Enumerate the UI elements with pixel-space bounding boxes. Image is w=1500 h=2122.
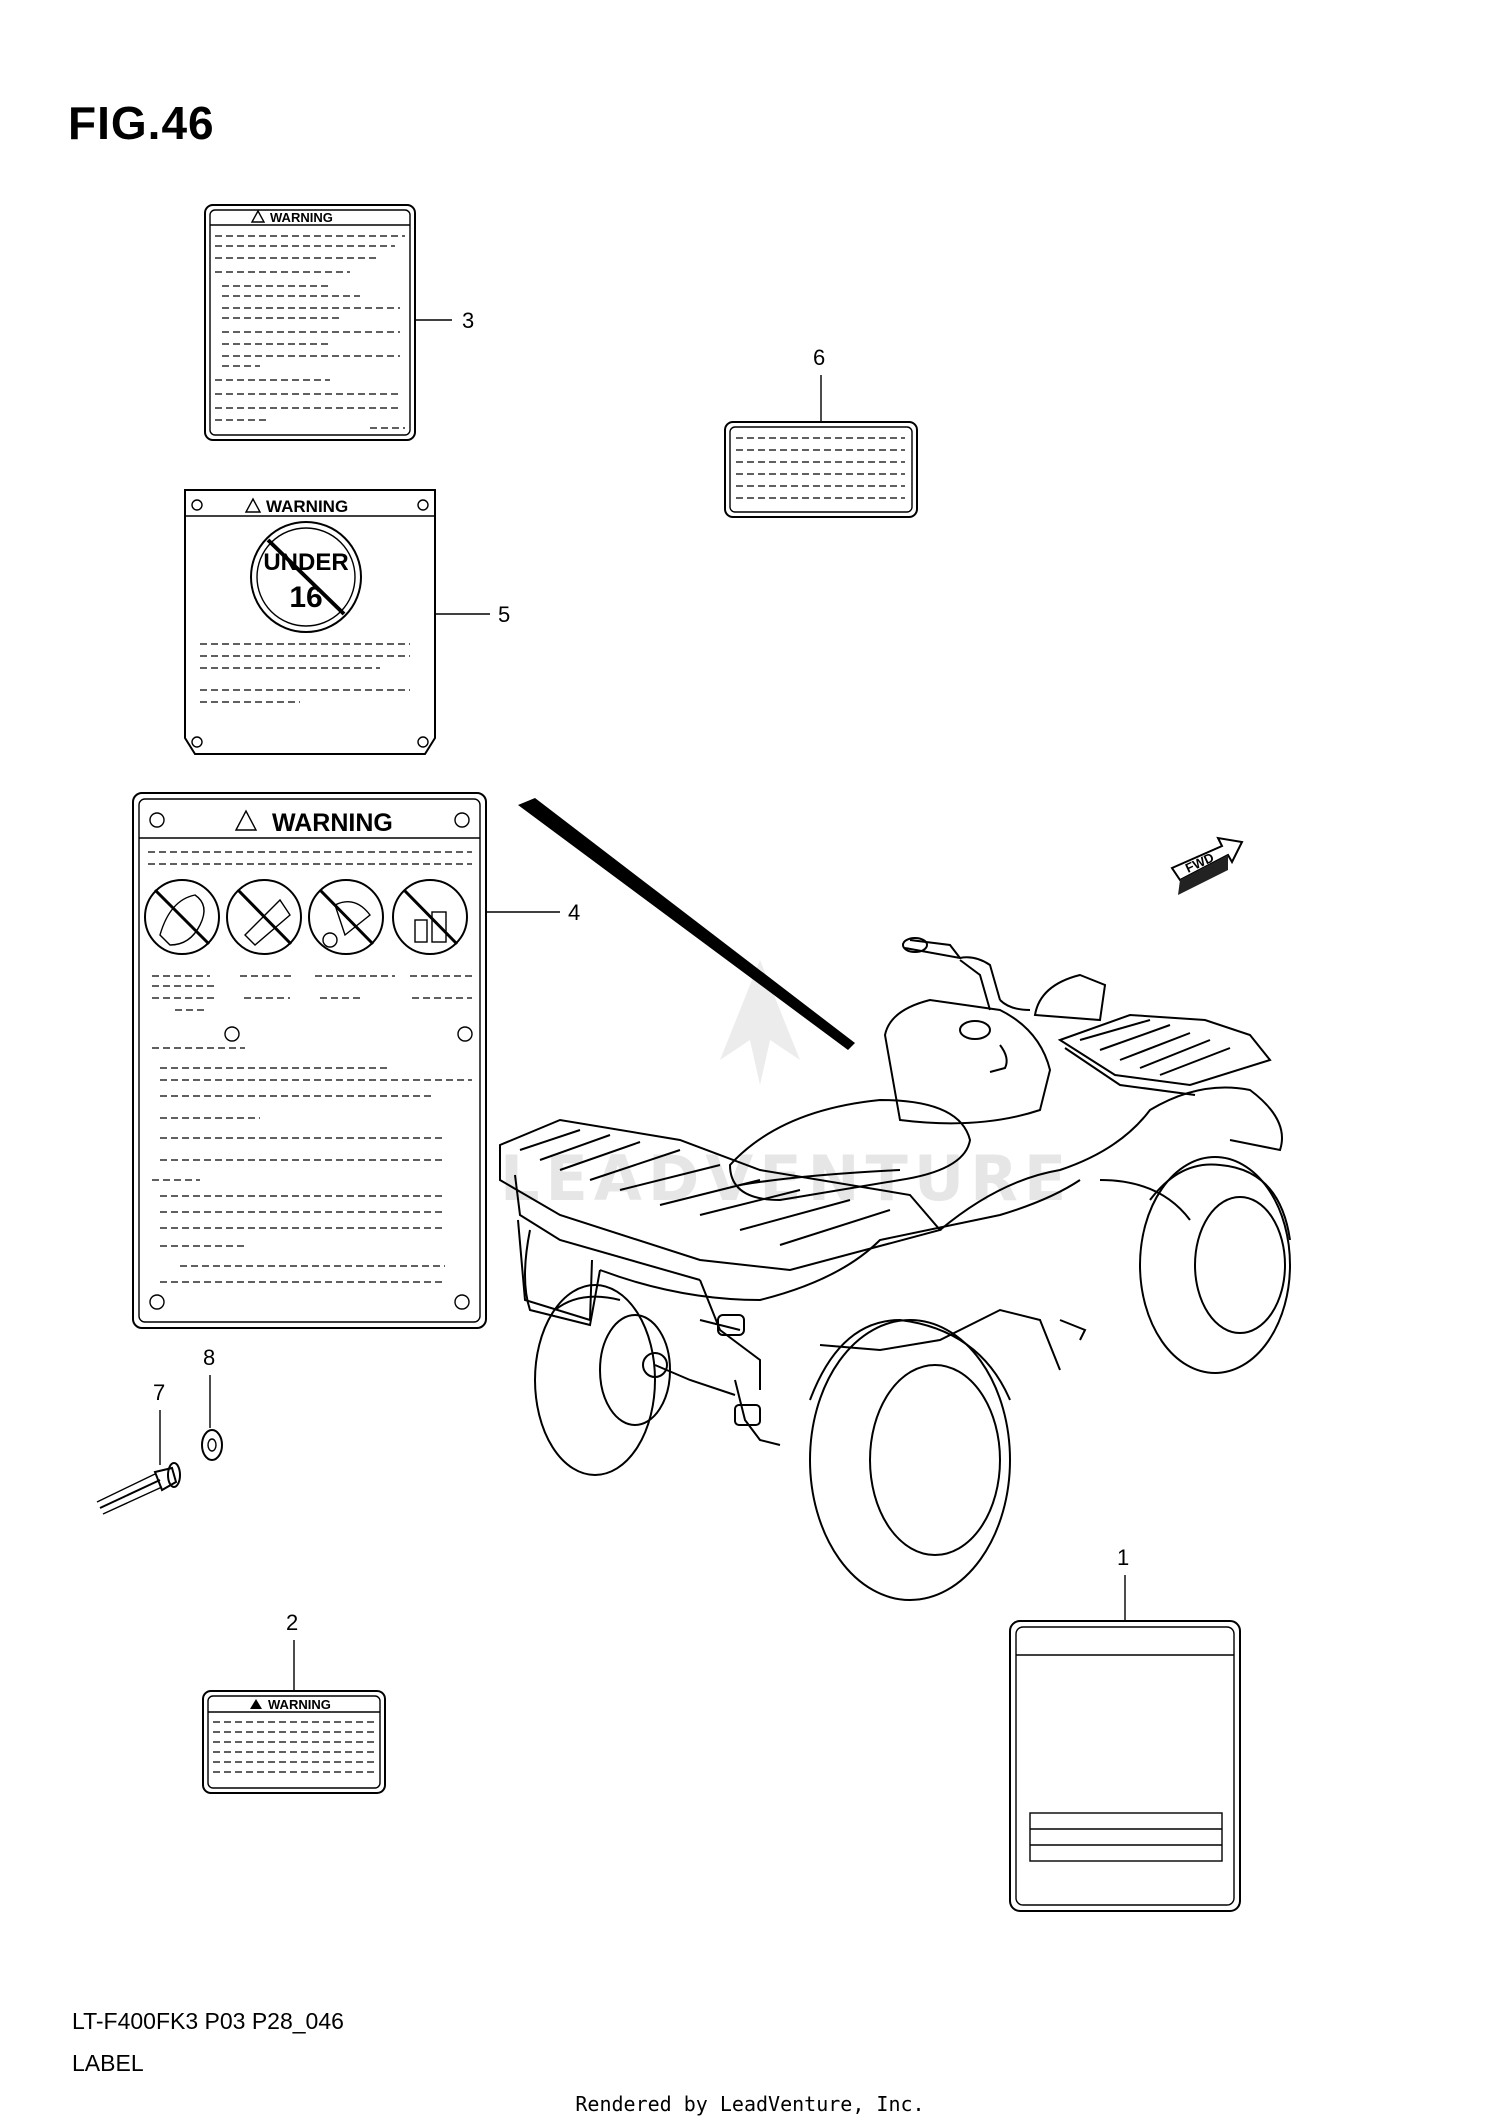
render-credit: Rendered by LeadVenture, Inc. <box>575 2092 925 2116</box>
callout-7: 7 <box>153 1380 165 1405</box>
warning-heading: WARNING <box>270 210 333 225</box>
label-text-lines <box>200 643 410 703</box>
warning-triangle-icon <box>250 209 266 223</box>
label-text-lines <box>213 1721 375 1773</box>
callout-1: 1 <box>1117 1545 1129 1570</box>
rivet-7[interactable] <box>96 1462 181 1515</box>
pictogram-no-pavement-icon <box>308 879 384 955</box>
warning-label-4[interactable]: WARNING <box>132 792 487 1329</box>
atv-illustration <box>499 937 1291 1601</box>
warning-heading: WARNING <box>272 809 393 837</box>
label-text-lines <box>215 235 405 429</box>
warning-heading: WARNING <box>266 497 348 516</box>
figure-title: FIG.46 <box>68 97 215 149</box>
callout-2: 2 <box>286 1610 298 1635</box>
warning-label-3[interactable]: WARNING <box>204 204 416 441</box>
under-text: UNDER <box>263 549 348 576</box>
model-code: LT-F400FK3 P03 P28_046 <box>72 2008 344 2034</box>
label-6[interactable] <box>724 421 918 518</box>
pointer-arrow <box>518 798 855 1050</box>
label-1[interactable] <box>1009 1620 1241 1912</box>
pictogram-passenger-icon <box>144 879 220 955</box>
warning-label-2[interactable]: WARNING <box>202 1690 386 1794</box>
warning-triangle-icon <box>250 1699 262 1709</box>
washer-8[interactable] <box>201 1429 223 1461</box>
age-restriction-icon: UNDER 16 <box>250 521 362 633</box>
label-text-lines <box>736 437 905 499</box>
under-16-label-5[interactable]: WARNING UNDER 16 <box>184 489 436 755</box>
warning-triangle-icon <box>244 497 262 513</box>
callout-3: 3 <box>462 308 474 333</box>
warning-heading: WARNING <box>268 1697 331 1712</box>
section-name: LABEL <box>72 2050 144 2076</box>
callout-4: 4 <box>568 900 580 925</box>
pictogram-no-helmet-icon <box>226 879 302 955</box>
pictogram-no-alcohol-icon <box>392 879 468 955</box>
warning-triangle-icon <box>234 809 258 831</box>
callout-6: 6 <box>813 345 825 370</box>
fwd-arrow-icon: FWD <box>1170 836 1244 895</box>
callout-8: 8 <box>203 1345 215 1370</box>
watermark-logo <box>720 960 800 1085</box>
label-text-lines <box>152 975 473 1283</box>
callout-5: 5 <box>498 602 510 627</box>
